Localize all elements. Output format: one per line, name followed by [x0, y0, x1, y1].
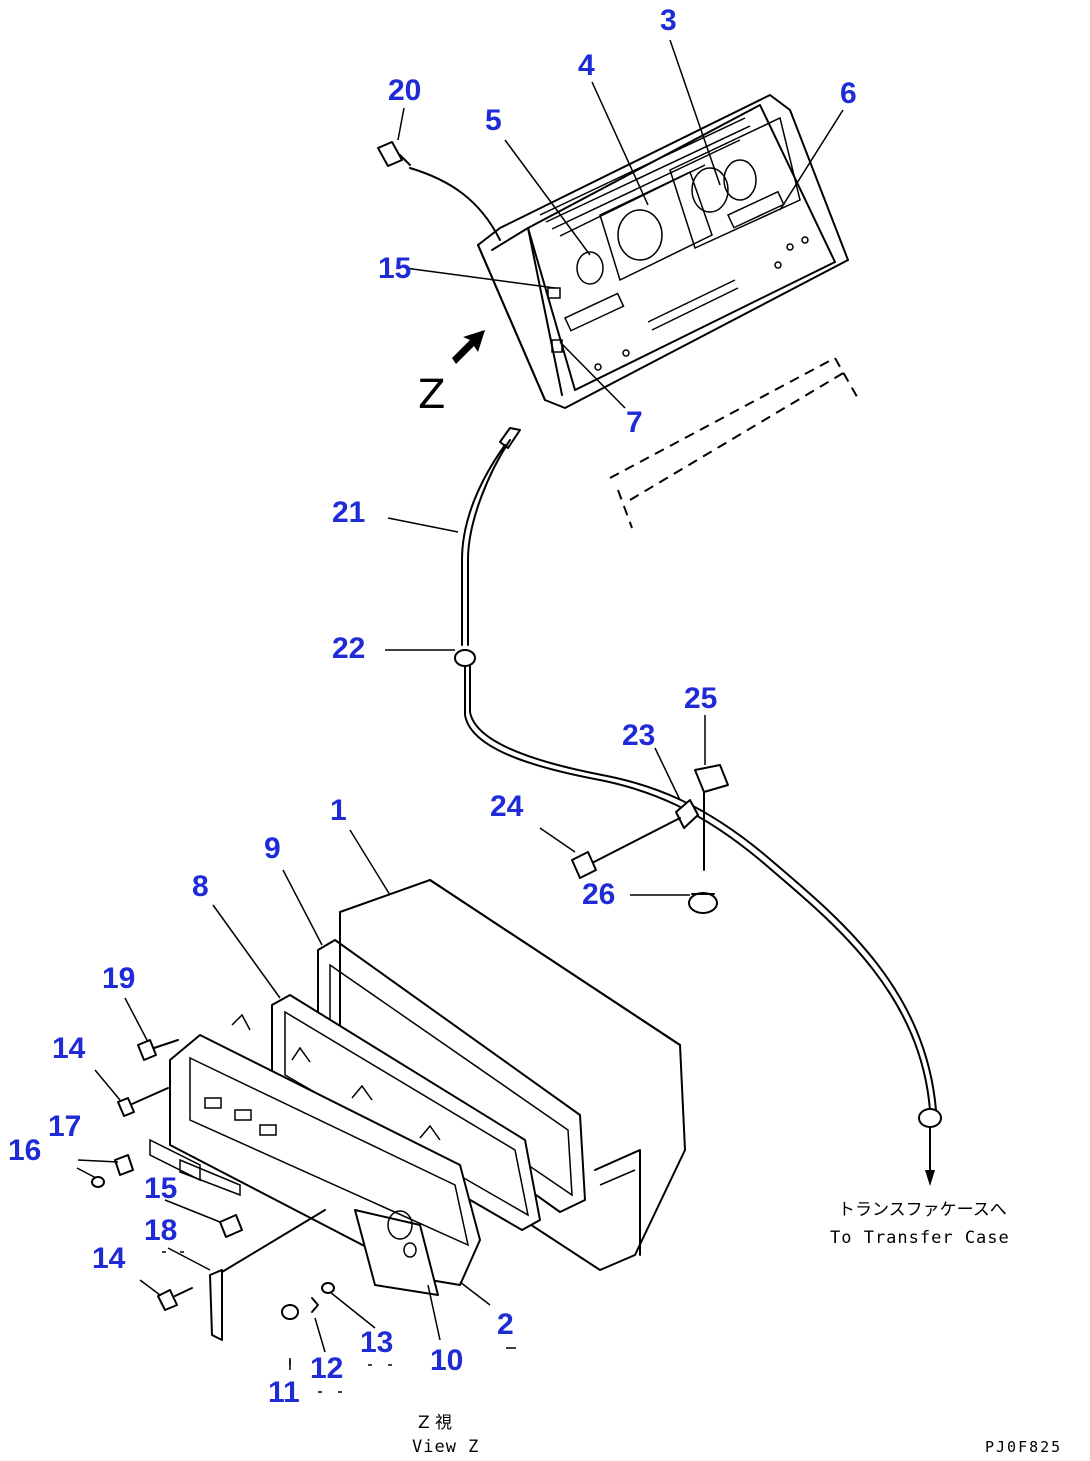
- callout-21: 20: [388, 74, 421, 107]
- callout-14-upper: 14: [52, 1032, 86, 1065]
- view-label-en: View Z: [412, 1437, 479, 1457]
- callout-22: 21: [332, 496, 365, 529]
- callout-25: 24: [490, 790, 524, 823]
- callout-24: 23: [622, 719, 655, 752]
- view-z-exploded: [91, 879, 686, 1341]
- dashboard-assembly: [477, 94, 861, 529]
- callout-5: 5: [485, 104, 502, 137]
- callout-4: 4: [578, 49, 595, 82]
- callout-1: 1: [330, 794, 347, 827]
- drawing-code: PJ0F825: [985, 1438, 1062, 1456]
- callout-11: 11: [268, 1376, 300, 1409]
- callout-23: 22: [332, 632, 365, 665]
- callout-9: 9: [264, 832, 281, 865]
- callout-16: 15: [378, 252, 411, 285]
- notes: トランスファケースへ To Transfer Case Z 視 View Z P…: [412, 1200, 1062, 1457]
- callout-15: 15: [144, 1172, 177, 1205]
- callout-8: 8: [192, 870, 209, 903]
- callout-26: 25: [684, 682, 717, 715]
- direction-note-en: To Transfer Case: [830, 1228, 1010, 1248]
- callout-3: 3: [660, 4, 677, 37]
- callout-19: 18: [144, 1214, 177, 1247]
- callout-17: 16: [8, 1134, 41, 1167]
- callout-12: 12: [310, 1352, 343, 1385]
- callouts: 3 4 5 6 20 15 7 21 22 25 23 24 26 1 9 8 …: [8, 4, 857, 1409]
- callout-14-lower: 14: [92, 1242, 126, 1275]
- view-label-jp: Z 視: [418, 1413, 452, 1433]
- cable-assembly: [377, 141, 942, 1186]
- callout-6: 6: [840, 77, 857, 110]
- callout-27: 26: [582, 878, 615, 911]
- callout-18: 17: [48, 1110, 81, 1143]
- callout-underlines: [162, 1251, 516, 1393]
- view-arrow-z: Z: [418, 330, 485, 418]
- callout-10: 10: [430, 1344, 463, 1377]
- callout-2: 2: [497, 1308, 514, 1341]
- direction-note-jp: トランスファケースへ: [838, 1200, 1007, 1220]
- callout-20: 19: [102, 962, 135, 995]
- callout-13: 13: [360, 1326, 393, 1359]
- view-arrow-letter: Z: [418, 372, 445, 418]
- callout-7: 7: [626, 406, 643, 439]
- leader-lines: [76, 39, 844, 1365]
